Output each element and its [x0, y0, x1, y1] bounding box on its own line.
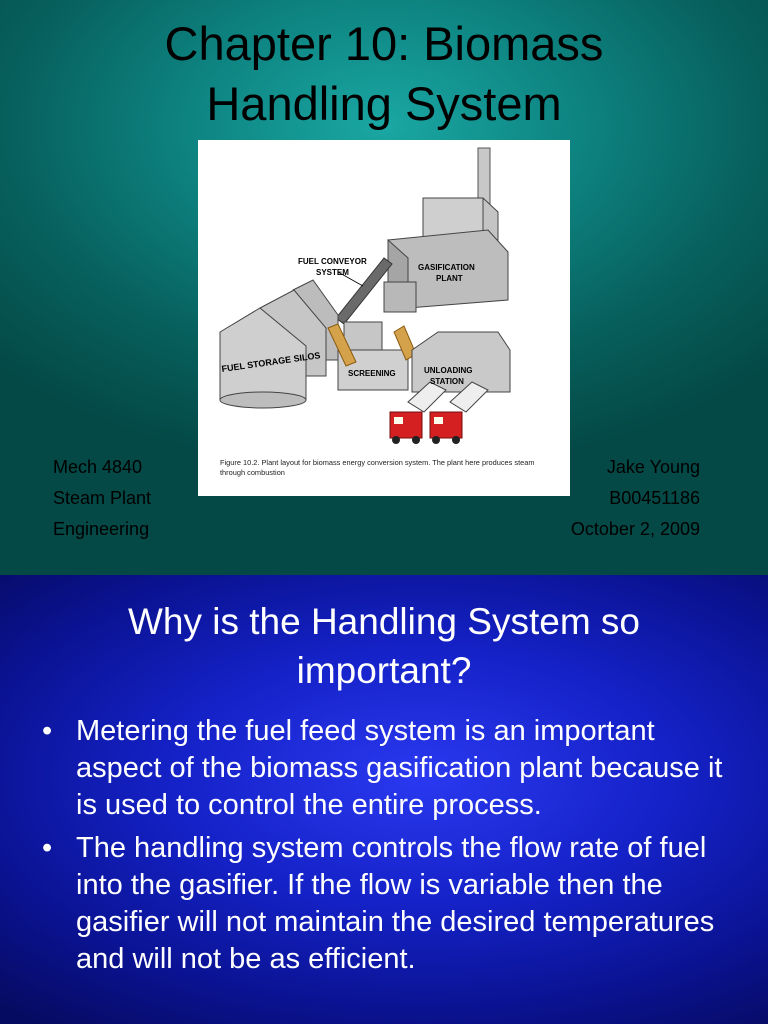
slide2-title-line-2: important?	[296, 650, 472, 691]
bullet-list: • Metering the fuel feed system is an im…	[42, 713, 742, 984]
truck-2	[429, 381, 489, 444]
slide-title: Chapter 10: Biomass Handling System	[0, 0, 768, 575]
label-gasification-1: GASIFICATION	[418, 263, 475, 272]
label-fuel-conveyor-1: FUEL CONVEYOR	[298, 257, 367, 266]
bullet-marker: •	[42, 715, 53, 747]
plant-diagram: FUEL CONVEYOR SYSTEM GASIFICATION PLANT …	[219, 147, 511, 444]
bullet-item: • The handling system controls the flow …	[42, 830, 742, 978]
author-name: Jake Young	[606, 457, 700, 477]
truck-1	[389, 381, 447, 444]
bullet-marker: •	[42, 832, 53, 864]
bullet-text: The handling system controls the flow ra…	[76, 832, 715, 975]
slide2-heading: Why is the Handling System so important?	[0, 597, 768, 695]
label-unloading-2: STATION	[430, 377, 464, 386]
course-info: Mech 4840 Steam Plant Engineering	[53, 452, 151, 545]
slide2-title-line-1: Why is the Handling System so	[127, 601, 641, 642]
presentation-date: October 2, 2009	[570, 519, 700, 539]
label-screening: SCREENING	[348, 369, 396, 378]
course-code: Mech 4840	[53, 457, 143, 477]
course-name-2: Engineering	[53, 519, 150, 539]
slide-title-heading: Chapter 10: Biomass Handling System	[0, 14, 768, 134]
course-name-1: Steam Plant	[53, 488, 152, 508]
slide-importance: Why is the Handling System so important?…	[0, 575, 768, 1024]
student-id: B00451186	[609, 488, 700, 508]
plant-layout-figure: FUEL CONVEYOR SYSTEM GASIFICATION PLANT …	[198, 140, 570, 496]
label-gasification-2: PLANT	[436, 274, 463, 283]
title-line-2: Handling System	[206, 77, 562, 130]
bullet-item: • Metering the fuel feed system is an im…	[42, 713, 742, 824]
author-info: Jake Young B00451186 October 2, 2009	[571, 452, 700, 545]
bullet-text: Metering the fuel feed system is an impo…	[76, 715, 723, 821]
label-unloading-1: UNLOADING	[424, 366, 472, 375]
figure-caption: Figure 10.2. Plant layout for biomass en…	[220, 458, 535, 477]
label-fuel-conveyor-2: SYSTEM	[316, 268, 349, 277]
title-line-1: Chapter 10: Biomass	[164, 17, 604, 70]
